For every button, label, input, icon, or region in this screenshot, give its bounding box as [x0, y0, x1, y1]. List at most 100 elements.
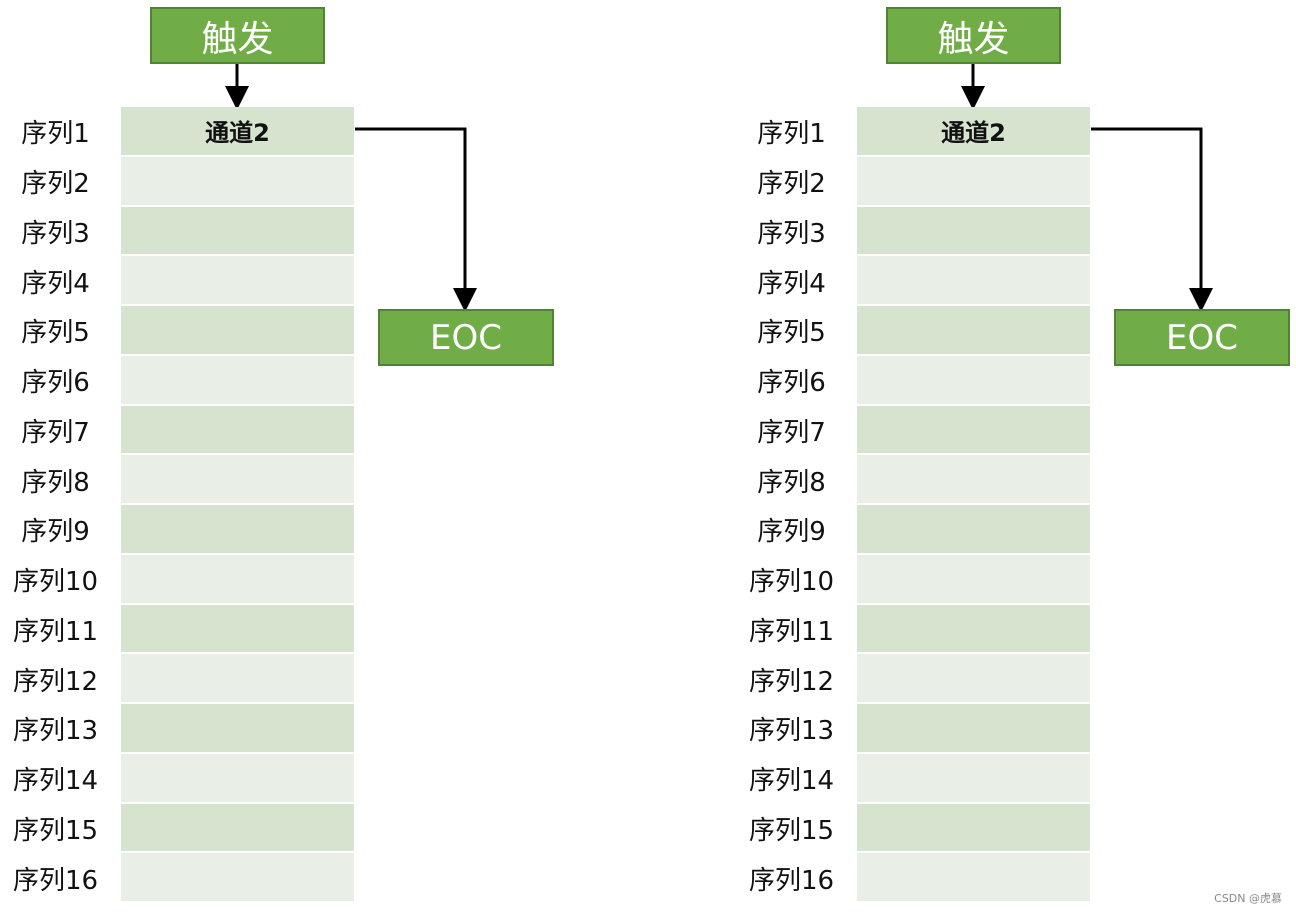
sequence-row: 序列10	[736, 554, 1091, 605]
sequence-cell	[857, 455, 1090, 503]
sequence-cell	[121, 206, 354, 255]
sequence-label: 序列13	[748, 716, 835, 747]
sequence-cell	[857, 803, 1090, 852]
sequence-row: 序列4	[736, 256, 1091, 306]
sequence-cell	[121, 455, 354, 503]
sequence-label: 序列9	[21, 517, 90, 548]
diagram-panel-left: 触发 EOC 序列1 通道2 序列2 序列3 序列4 序列5 序列6 序列7 序列…	[0, 0, 560, 912]
sequence-row: 序列3	[736, 206, 1091, 257]
sequence-cell	[857, 505, 1090, 553]
trigger-box: 触发	[886, 7, 1061, 64]
sequence-label: 序列16	[748, 865, 835, 896]
trigger-box: 触发	[150, 7, 325, 64]
sequence-label: 序列7	[757, 417, 826, 448]
sequence-cell	[121, 256, 354, 304]
sequence-label: 序列15	[748, 815, 835, 846]
sequence-row: 序列8	[736, 455, 1091, 505]
sequence-row: 序列16	[736, 853, 1091, 903]
eoc-arrow	[1091, 127, 1213, 312]
sequence-cell	[857, 654, 1090, 702]
sequence-row: 序列7	[736, 405, 1091, 456]
eoc-box: EOC	[1114, 309, 1290, 366]
sequence-row: 序列1 通道2	[0, 107, 355, 157]
sequence-row: 序列8	[0, 455, 355, 505]
sequence-row: 序列15	[736, 803, 1091, 854]
sequence-cell	[857, 256, 1090, 304]
sequence-label: 序列3	[21, 218, 90, 249]
sequence-cell	[121, 604, 354, 653]
sequence-list: 序列1 通道2 序列2 序列3 序列4 序列5 序列6 序列7 序列8 序列9 序…	[736, 107, 1091, 903]
sequence-row: 序列11	[0, 604, 355, 655]
sequence-row: 序列5	[736, 306, 1091, 356]
sequence-row: 序列13	[736, 704, 1091, 754]
sequence-label: 序列11	[12, 616, 99, 647]
sequence-cell	[857, 604, 1090, 653]
sequence-label: 序列8	[757, 467, 826, 498]
sequence-label: 序列13	[12, 716, 99, 747]
sequence-label: 序列7	[21, 417, 90, 448]
eoc-arrow	[355, 127, 477, 312]
sequence-label: 序列4	[21, 268, 90, 299]
sequence-label: 序列12	[748, 666, 835, 697]
sequence-cell	[121, 803, 354, 852]
sequence-label: 序列4	[757, 268, 826, 299]
sequence-cell: 通道2	[857, 107, 1090, 155]
sequence-cell	[121, 654, 354, 702]
diagram-panel-right: 触发 EOC 序列1 通道2 序列2 序列3 序列4 序列5 序列6 序列7 序列…	[736, 0, 1296, 912]
eoc-box: EOC	[378, 309, 554, 366]
sequence-cell	[121, 853, 354, 901]
sequence-cell	[121, 505, 354, 553]
sequence-row: 序列12	[736, 654, 1091, 704]
watermark: CSDN @虎慕	[1214, 892, 1282, 905]
sequence-label: 序列6	[757, 368, 826, 399]
sequence-label: 序列5	[21, 318, 90, 349]
sequence-row: 序列14	[736, 753, 1091, 804]
sequence-label: 序列10	[12, 567, 99, 598]
sequence-row: 序列6	[0, 355, 355, 406]
sequence-cell	[857, 405, 1090, 454]
sequence-label: 序列16	[12, 865, 99, 896]
sequence-cell	[857, 853, 1090, 901]
sequence-cell	[121, 306, 354, 354]
sequence-cell	[121, 156, 354, 205]
sequence-label: 序列8	[21, 467, 90, 498]
sequence-cell	[121, 704, 354, 752]
sequence-cell	[121, 355, 354, 404]
sequence-row: 序列12	[0, 654, 355, 704]
sequence-row: 序列2	[0, 156, 355, 207]
sequence-label: 序列5	[757, 318, 826, 349]
sequence-label: 序列1	[21, 119, 90, 150]
sequence-cell	[857, 306, 1090, 354]
sequence-row: 序列7	[0, 405, 355, 456]
sequence-row: 序列11	[736, 604, 1091, 655]
sequence-row: 序列5	[0, 306, 355, 356]
sequence-cell	[857, 753, 1090, 802]
sequence-label: 序列14	[748, 766, 835, 797]
sequence-label: 序列14	[12, 766, 99, 797]
sequence-row: 序列2	[736, 156, 1091, 207]
sequence-cell	[857, 156, 1090, 205]
sequence-row: 序列3	[0, 206, 355, 257]
sequence-row: 序列13	[0, 704, 355, 754]
sequence-cell	[857, 554, 1090, 603]
sequence-label: 序列2	[757, 169, 826, 200]
sequence-cell	[121, 554, 354, 603]
sequence-label: 序列11	[748, 616, 835, 647]
sequence-label: 序列9	[757, 517, 826, 548]
sequence-label: 序列10	[748, 567, 835, 598]
sequence-label: 序列15	[12, 815, 99, 846]
sequence-label: 序列1	[757, 119, 826, 150]
sequence-row: 序列16	[0, 853, 355, 903]
sequence-label: 序列2	[21, 169, 90, 200]
sequence-row: 序列9	[0, 505, 355, 555]
sequence-row: 序列6	[736, 355, 1091, 406]
sequence-cell	[857, 704, 1090, 752]
sequence-cell	[121, 753, 354, 802]
sequence-cell	[857, 206, 1090, 255]
sequence-list: 序列1 通道2 序列2 序列3 序列4 序列5 序列6 序列7 序列8 序列9 序…	[0, 107, 355, 903]
sequence-row: 序列4	[0, 256, 355, 306]
sequence-cell	[857, 355, 1090, 404]
sequence-cell: 通道2	[121, 107, 354, 155]
sequence-cell	[121, 405, 354, 454]
sequence-row: 序列9	[736, 505, 1091, 555]
